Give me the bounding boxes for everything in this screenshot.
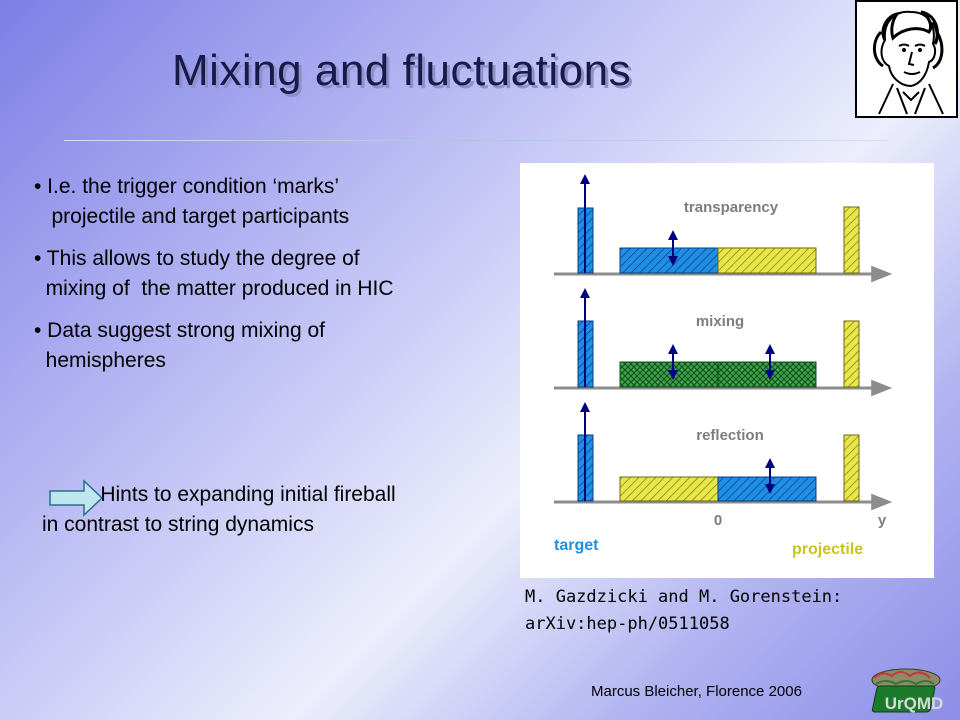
right-arrow-icon — [49, 479, 104, 517]
target-plateau — [619, 247, 719, 274]
citation-authors: M. Gazdzicki and M. Gorenstein: — [525, 587, 843, 607]
projectile-plateau — [619, 476, 719, 502]
bullet-list: • I.e. the trigger condition ‘marks’ pro… — [34, 172, 504, 388]
bullet-trigger-condition: • I.e. the trigger condition ‘marks’ pro… — [34, 175, 350, 228]
target-label: target — [554, 537, 599, 554]
projectile-bar — [843, 320, 860, 388]
projectile-bar — [843, 434, 860, 502]
urqmd-logo-text: UrQMD — [885, 694, 944, 713]
panel-label-mixing: mixing — [696, 313, 744, 330]
panel-reflection: reflection — [554, 402, 893, 511]
mixing-diagram-svg: transparency mixing reflection 0 y — [554, 174, 893, 558]
projectile-bar — [843, 206, 860, 274]
mixing-diagram: transparency mixing reflection 0 y — [520, 163, 934, 578]
citation: M. Gazdzicki and M. Gorenstein: arXiv:he… — [525, 584, 842, 638]
bullet-data-suggest: • Data suggest strong mixing of hemisphe… — [34, 319, 325, 372]
projectile-plateau — [717, 247, 817, 274]
panel-label-transparency: transparency — [684, 199, 779, 216]
panel-label-reflection: reflection — [696, 427, 764, 444]
hint-text: Hints to expanding initial fireball in c… — [42, 483, 396, 536]
axis-y-label: y — [878, 512, 887, 529]
citation-arxiv: arXiv:hep-ph/0511058 — [525, 614, 730, 634]
axis-zero-label: 0 — [714, 512, 722, 529]
urqmd-logo: UrQMD — [871, 668, 944, 713]
bullet-mixing-study: • This allows to study the degree of mix… — [34, 247, 394, 300]
panel-mixing: mixing — [554, 288, 893, 397]
target-plateau — [717, 476, 817, 502]
projectile-label: projectile — [792, 541, 863, 558]
footer-author: Marcus Bleicher, Florence 2006 — [591, 683, 802, 700]
title-divider — [64, 140, 888, 141]
goethe-portrait-logo — [855, 0, 958, 118]
panel-transparency: transparency — [554, 174, 893, 283]
portrait-drawing — [873, 10, 944, 115]
slide-title: Mixing and fluctuations — [172, 46, 632, 95]
